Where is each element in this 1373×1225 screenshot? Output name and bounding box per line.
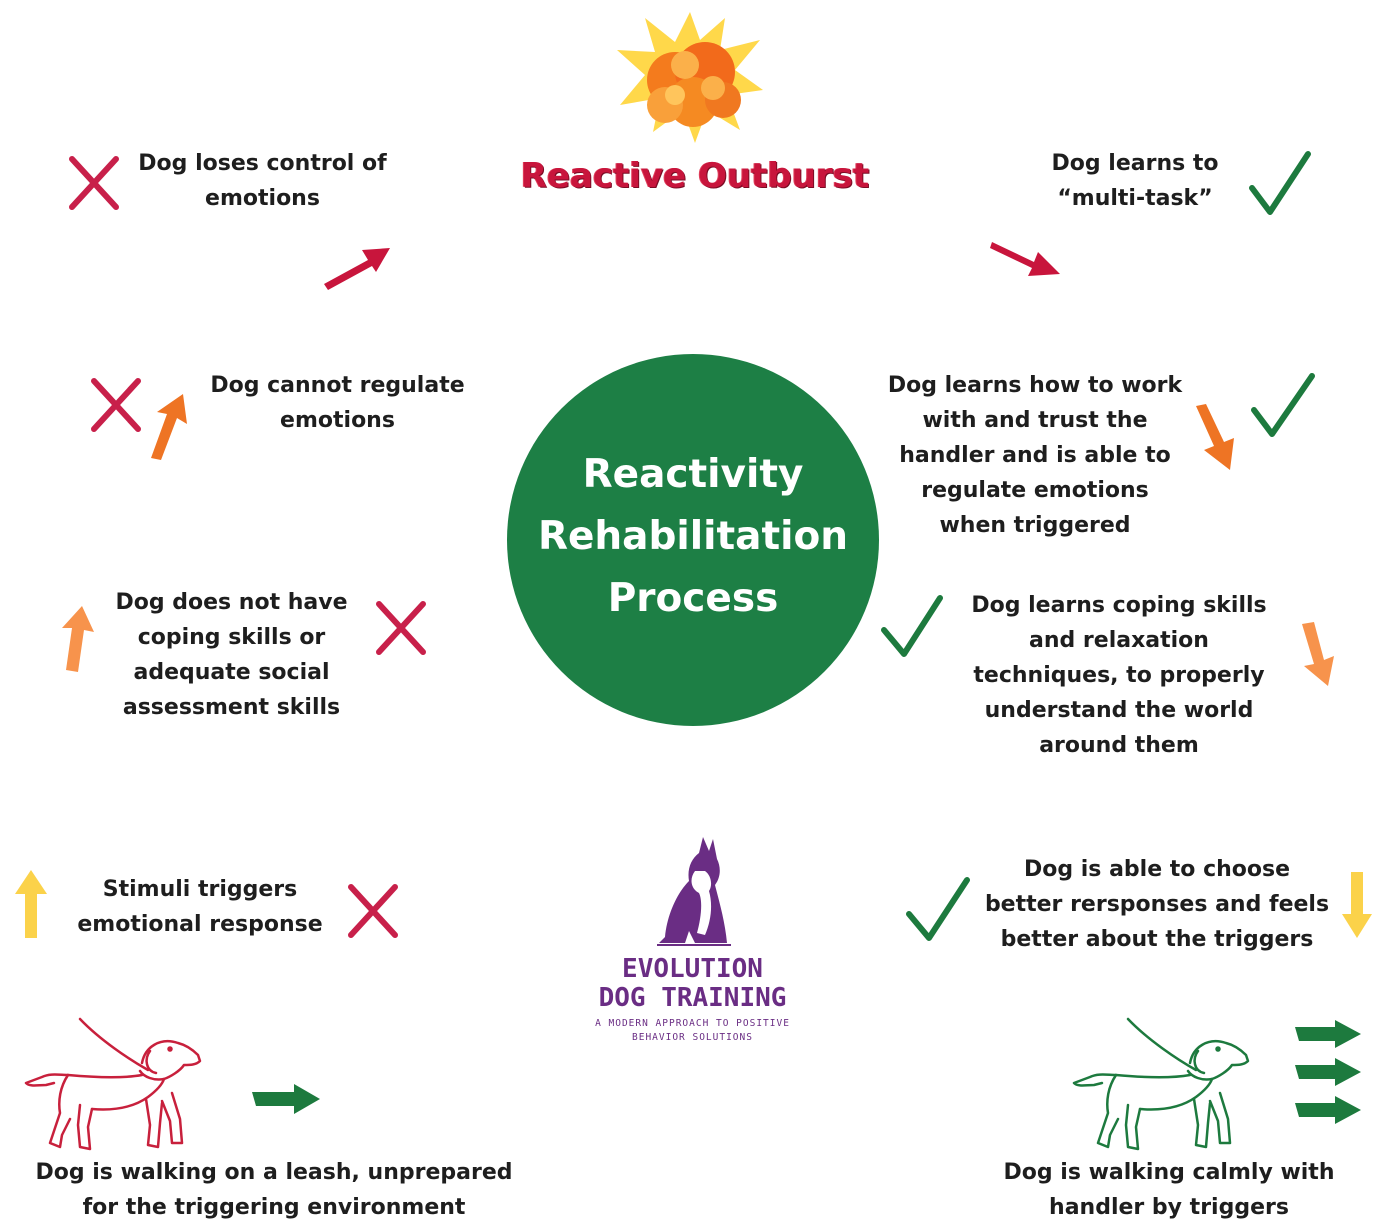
x-mark-icon	[69, 156, 119, 210]
step-dog-learns-multitask: Dog learns to “multi-task”	[1010, 146, 1260, 216]
step-text-line: Dog does not have	[115, 590, 348, 615]
arrow-icon	[1295, 1058, 1361, 1086]
step-text-line: “multi-task”	[1057, 186, 1213, 211]
arrow-icon	[252, 1084, 320, 1114]
logo-tagline: A MODERN APPROACH TO POSITIVE BEHAVIOR S…	[560, 1017, 825, 1045]
check-mark-icon	[1251, 373, 1315, 437]
arrow-icon	[1295, 1020, 1361, 1048]
arrow-icon	[1342, 872, 1372, 938]
x-mark-icon	[91, 378, 141, 432]
process-circle: Reactivity Rehabilitation Process	[507, 354, 879, 726]
walking-calmly-caption: Dog is walking calmly with handler by tr…	[985, 1155, 1353, 1225]
caption-line: for the triggering environment	[82, 1195, 466, 1220]
step-dog-no-coping-skills: Dog does not have coping skills or adequ…	[100, 585, 363, 725]
step-dog-learns-coping: Dog learns coping skills and relaxation …	[958, 588, 1280, 763]
x-mark-icon	[376, 601, 426, 655]
dog-silhouette-logo-icon	[657, 837, 731, 946]
check-mark-icon	[881, 595, 943, 657]
step-text-line: Stimuli triggers	[102, 877, 298, 902]
step-text-line: around them	[1039, 733, 1199, 758]
step-text-line: Dog cannot regulate	[210, 373, 465, 398]
arrow-icon	[324, 248, 390, 290]
step-text-line: emotions	[280, 408, 395, 433]
step-dog-learns-trust: Dog learns how to work with and trust th…	[875, 368, 1195, 543]
logo-name-line: EVOLUTION	[622, 954, 763, 984]
arrow-icon	[1196, 404, 1234, 470]
step-text-line: and relaxation	[1029, 628, 1209, 653]
logo-name: EVOLUTION DOG TRAINING	[560, 955, 825, 1013]
center-title-line: Rehabilitation	[537, 514, 849, 559]
step-dog-chooses-better: Dog is able to choose better rersponses …	[968, 852, 1346, 957]
step-text-line: techniques, to properly	[973, 663, 1265, 688]
center-title-line: Process	[607, 576, 779, 621]
arrow-icon	[1302, 622, 1334, 686]
step-stimuli-triggers: Stimuli triggers emotional response	[66, 872, 334, 942]
step-text-line: coping skills or	[137, 625, 326, 650]
check-mark-icon	[906, 877, 970, 941]
step-text-line: adequate social	[133, 660, 330, 685]
step-text-line: emotions	[205, 186, 320, 211]
explosion-icon	[617, 12, 763, 143]
caption-line: Dog is walking calmly with	[1003, 1160, 1335, 1185]
dog-on-leash-icon	[24, 1017, 202, 1151]
step-text-line: better rersponses and feels	[984, 892, 1330, 917]
arrow-icon	[15, 870, 47, 938]
step-text-line: Dog is able to choose	[1023, 857, 1291, 882]
walking-unprepared-caption: Dog is walking on a leash, unprepared fo…	[10, 1155, 538, 1225]
caption-line: handler by triggers	[1049, 1195, 1289, 1220]
step-dog-loses-control: Dog loses control of emotions	[130, 146, 395, 216]
step-text-line: Dog learns to	[1051, 151, 1219, 176]
reactive-outburst-title: Reactive Outburst	[520, 156, 870, 196]
step-text-line: understand the world	[984, 698, 1254, 723]
step-text-line: Dog learns how to work	[887, 373, 1183, 398]
step-dog-cannot-regulate: Dog cannot regulate emotions	[200, 368, 475, 438]
logo-tagline-line: A MODERN APPROACH TO POSITIVE	[595, 1018, 790, 1029]
step-text-line: regulate emotions	[921, 478, 1149, 503]
center-title: Reactivity Rehabilitation Process	[507, 444, 879, 630]
arrow-icon	[990, 242, 1060, 276]
arrow-icon	[1295, 1096, 1361, 1124]
center-title-line: Reactivity	[582, 452, 804, 497]
logo-tagline-line: BEHAVIOR SOLUTIONS	[632, 1032, 753, 1043]
arrow-icon	[151, 394, 187, 460]
step-text-line: handler and is able to	[899, 443, 1171, 468]
step-text-line: Dog learns coping skills	[971, 593, 1267, 618]
step-text-line: assessment skills	[122, 695, 341, 720]
dog-on-leash-icon	[1072, 1017, 1250, 1151]
step-text-line: when triggered	[939, 513, 1131, 538]
arrow-icon	[62, 606, 94, 672]
step-text-line: better about the triggers	[1000, 927, 1314, 952]
check-mark-icon	[1249, 151, 1311, 215]
step-text-line: emotional response	[77, 912, 323, 937]
step-text-line: Dog loses control of	[138, 151, 387, 176]
logo-name-line: DOG TRAINING	[598, 983, 787, 1013]
caption-line: Dog is walking on a leash, unprepared	[35, 1160, 513, 1185]
x-mark-icon	[348, 884, 398, 938]
step-text-line: with and trust the	[922, 408, 1148, 433]
